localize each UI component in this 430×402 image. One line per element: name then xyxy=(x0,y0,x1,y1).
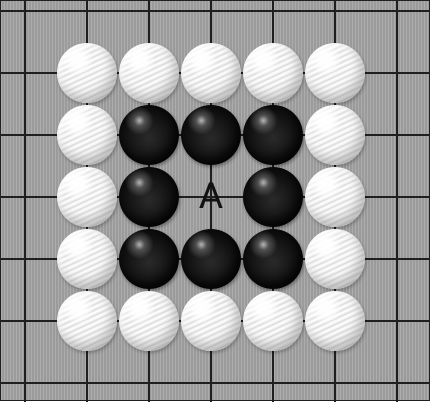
white-stone[interactable] xyxy=(305,43,365,103)
point-label-a[interactable]: A xyxy=(181,167,241,227)
white-stone[interactable] xyxy=(57,43,117,103)
grid-line-vertical xyxy=(396,1,398,402)
black-stone[interactable] xyxy=(243,105,303,165)
black-stone[interactable] xyxy=(181,229,241,289)
black-stone[interactable] xyxy=(119,105,179,165)
black-stone[interactable] xyxy=(119,229,179,289)
white-stone[interactable] xyxy=(181,291,241,351)
grid-line-horizontal xyxy=(1,382,430,384)
black-stone[interactable] xyxy=(243,167,303,227)
white-stone[interactable] xyxy=(305,291,365,351)
black-stone[interactable] xyxy=(119,167,179,227)
white-stone[interactable] xyxy=(305,167,365,227)
black-stone[interactable] xyxy=(243,229,303,289)
white-stone[interactable] xyxy=(57,229,117,289)
black-stone[interactable] xyxy=(181,105,241,165)
white-stone[interactable] xyxy=(243,291,303,351)
white-stone[interactable] xyxy=(57,105,117,165)
white-stone[interactable] xyxy=(181,43,241,103)
white-stone[interactable] xyxy=(57,167,117,227)
white-stone[interactable] xyxy=(119,291,179,351)
white-stone[interactable] xyxy=(305,105,365,165)
white-stone[interactable] xyxy=(243,43,303,103)
grid-line-vertical xyxy=(24,1,26,402)
white-stone[interactable] xyxy=(57,291,117,351)
white-stone[interactable] xyxy=(119,43,179,103)
grid-line-horizontal xyxy=(1,10,430,12)
white-stone[interactable] xyxy=(305,229,365,289)
